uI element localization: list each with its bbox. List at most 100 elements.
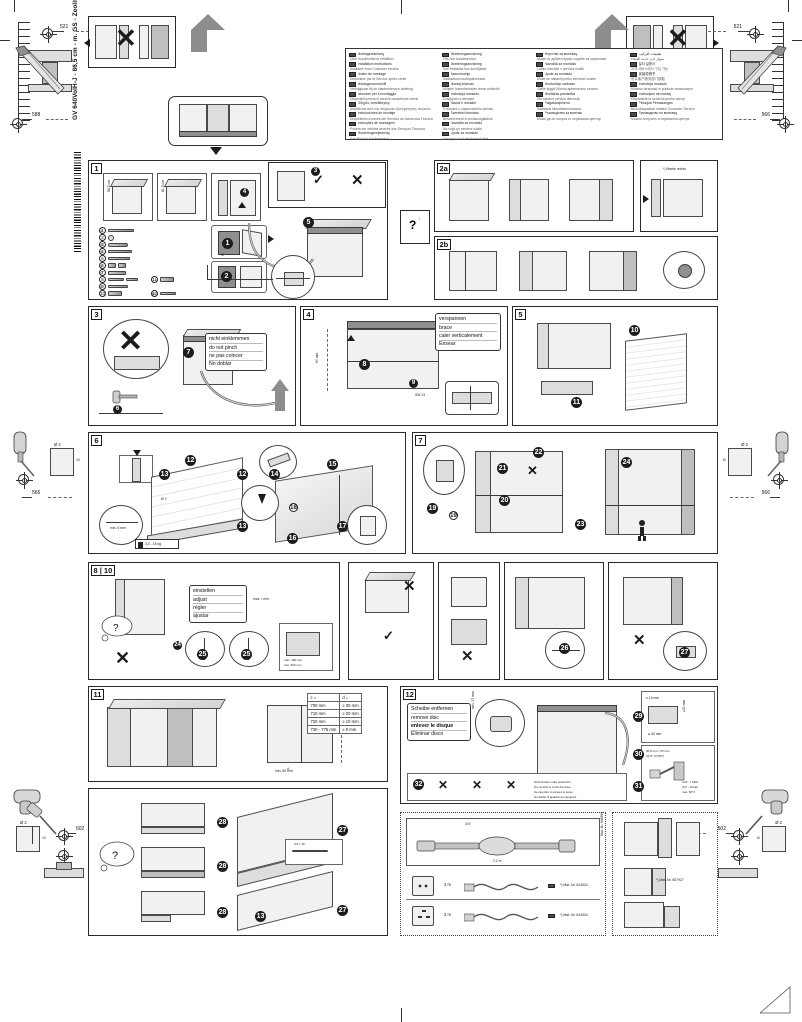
pencil-icon-right [737,45,787,95]
step-bullet-30: 30 [633,749,644,760]
flag-icon [442,131,449,137]
flag-icon [630,62,637,68]
drill-diameter-label-mid: Ø 2 [54,442,61,447]
step-bullet-7: 7 [183,347,194,358]
parts-row: 6 x2 [99,262,126,269]
flag-icon [442,111,449,117]
worktop-step-5 [537,323,619,375]
language-row: Montāžas pamācība [536,92,624,97]
language-row: Instrukcja montażu [442,92,530,97]
panel-9-c: 26 [504,562,604,680]
table-row: 730 - 775 mm ≥ 0 mm [307,725,363,734]
flag-icon [630,111,637,117]
parts-row: 9 x2 [99,283,128,290]
table-header: c = [307,693,340,702]
table-row: 720 mm ≥ 10 mm [307,717,363,726]
question-label: ? [409,218,417,232]
plinth-variant-3 [137,887,217,925]
step-bullet-32: 32 [413,779,424,790]
language-row: Monteringsanvisning [442,62,530,68]
arrow-up-step-4 [347,335,355,341]
step-bullet-21: 21 [497,463,508,474]
callout-do-not-pinch: nicht einklemmen do not pinch ne pas coi… [205,333,267,371]
detail-top-step-6 [119,450,153,483]
mat-nr-cord-2: *) Mat.-Nr. 644534 [560,913,588,917]
flag-icon [630,52,637,58]
language-row: Monteringsvejledning [349,131,437,137]
parts-row: 7 x2 [99,269,126,276]
detail-magnifier-2b [663,251,705,289]
language-row: Návod k montáži [442,101,530,107]
flag-icon [442,72,449,77]
cord-length-1: 3 m [444,882,451,887]
thought-bubble-icon: ? [101,615,133,642]
panel-6: 6 12 13 12 13 14 15 16 17 18 min. 5 mm [88,432,406,554]
language-row: Upute za montažu [442,131,530,137]
flag-icon [442,62,449,68]
cross-mark-no-step: ✕ [118,325,144,358]
part-number: 12 [151,290,158,297]
detail-door-step-1: 1 [211,225,267,259]
panel-number [507,565,518,576]
drill-icon-left [13,789,57,835]
door-swing-diagram-left: ✕ [84,16,176,68]
drill-icon-right [745,789,789,835]
cabinet-2b-c [589,247,645,293]
drill-template-bottom-left: Ø 2 10 502 [0,786,110,906]
dim-502-left: 502 [76,826,85,832]
language-row: Instrucciones de montaje [349,111,437,117]
socket-icon-schuko [418,884,428,888]
language-row: Petunjuk Pemasangan [630,101,720,107]
appliance-view-c: 4 [211,173,261,221]
panel-number: 8 | 10 [91,565,115,576]
flag-icon [536,52,543,58]
cross-mark-9d: ✕ [633,632,646,649]
screwdriver-icon-right [767,431,789,477]
parts-row: 11 [151,276,174,283]
mat-nr-cord-1: *) Mat.-Nr. 644533 [560,883,588,887]
check-mark: ✓ [313,172,324,187]
flag-icon [349,111,356,117]
step-bullet-28b: 28 [217,861,228,872]
min-300-label: min. 300 mm [284,663,302,667]
svg-text:?: ? [112,850,118,862]
water-temp-label: max. 60°C [682,790,696,794]
panel-9-b: ✕ [438,562,500,680]
part-number: 8 [99,276,106,283]
language-row: Navodila za montažo [442,121,530,127]
flag-icon [442,121,449,127]
crop-mark-bottom [401,1008,402,1022]
dim-566-right-upper: 566 [761,112,770,118]
side-panel-view-bottom [620,900,710,934]
step-bullet-27b: 27 [337,825,348,836]
drill-target-mid-right [771,472,788,489]
prohibited-cross-right: ✕ [667,23,689,53]
appliance-view-a: 86,5 cm [103,173,153,221]
step-bullet-15: 15 [327,459,338,470]
cross-mark: ✕ [351,172,364,189]
side-panel-view-top [620,818,710,862]
panel-4: 4 8 9 SW 13 60 mm verspannen brace caler… [300,306,508,426]
crop-mark-mid-right [792,40,802,41]
part-number: 1 [99,227,106,234]
arrow-down-overview [210,147,222,155]
language-row: Упутство за монтажу [536,52,624,58]
step-bullet-13a: 13 [159,469,170,480]
step-bullet-12a: 12 [185,455,196,466]
crop-mark-upper-left [14,0,15,12]
power-cord-option-2: 3 m *) Mat.-Nr. 644534 [406,902,600,930]
language-row: Montageanleitung [349,52,437,58]
step-bullet-9: 9 [409,379,418,388]
dim-566-right-lower: 566 [761,490,770,496]
screwdriver-icon-left [13,431,35,477]
crop-mark-top [401,0,402,14]
cord-length-2: 3 m [444,912,451,917]
language-row: تعليمات التركيب [630,52,720,58]
drill-target-lower-right [777,116,794,133]
flag-icon [630,82,637,87]
appliance-step-12 [537,699,633,779]
drill-target-bottom-left-2 [56,848,73,865]
panel-2a: 2a [434,160,634,232]
language-row: Instrucţiuni de montaj [630,92,720,97]
flag-icon [442,102,449,107]
